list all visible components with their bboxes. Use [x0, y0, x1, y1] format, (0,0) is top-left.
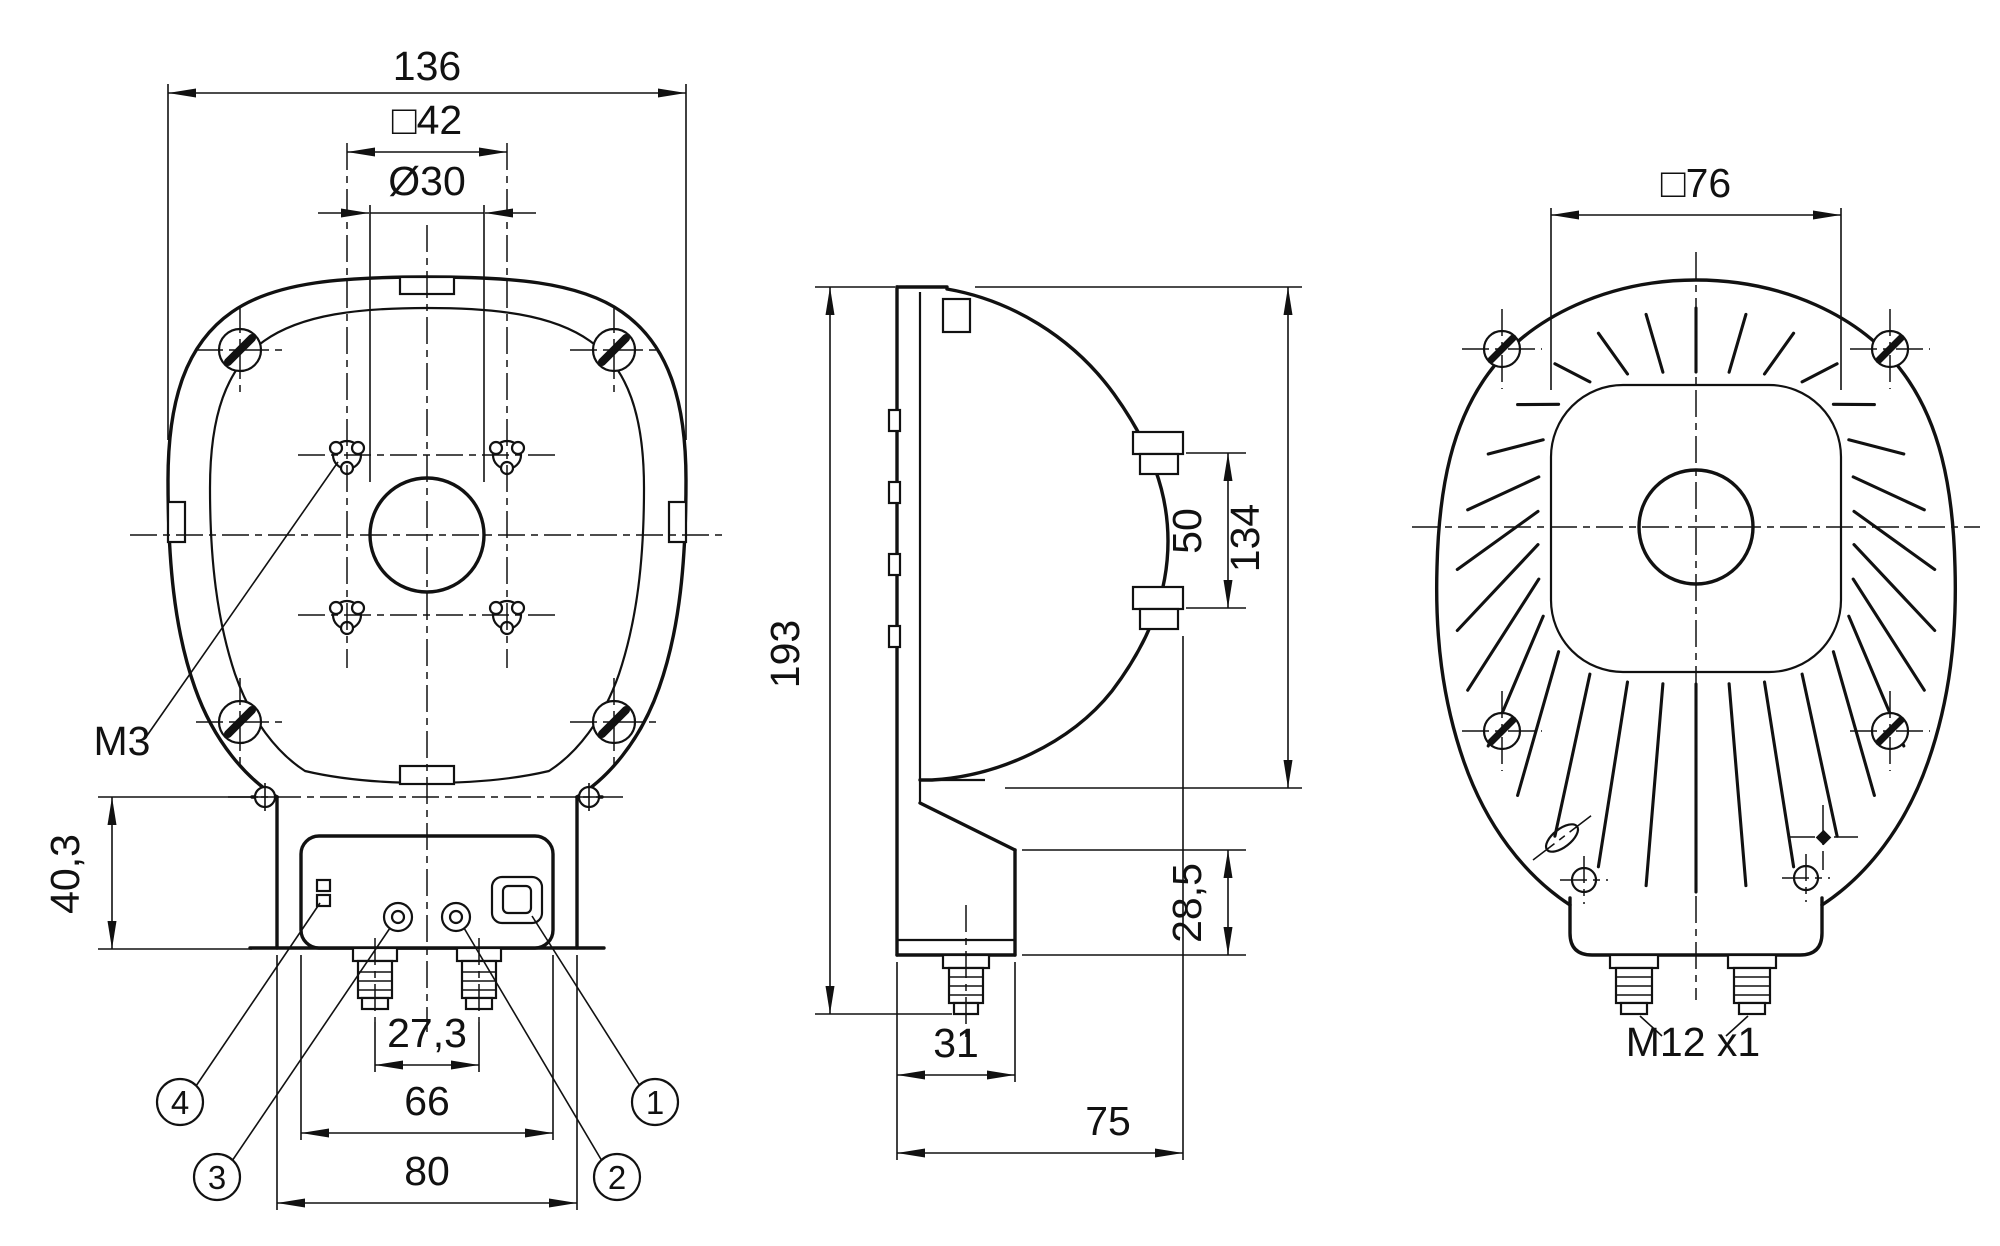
dim-overall-width: 136	[393, 43, 461, 89]
side-view: 193 50 134 28,5 31 75	[762, 285, 1302, 1160]
left-tab	[166, 500, 187, 544]
dimensions-back: □76 M12 x1	[1550, 160, 1842, 1065]
status-led	[315, 878, 332, 893]
round-port-1	[382, 901, 414, 933]
dim-connector-spacing: 27,3	[387, 1010, 467, 1056]
status-led	[315, 893, 332, 908]
callout-1: 1	[630, 1077, 680, 1127]
dimensions-side: 193 50 134 28,5 31 75	[762, 286, 1302, 1160]
m12-connector-back-right	[1726, 953, 1778, 1016]
centerlines-front	[130, 143, 724, 1032]
m12-connector-back-left	[1608, 953, 1660, 1016]
callout-4-number: 4	[171, 1084, 189, 1121]
dim-lower-housing-width: 80	[404, 1148, 450, 1194]
dim-lower-section-height: 40,3	[42, 834, 88, 914]
callout-2-number: 2	[608, 1159, 626, 1196]
m12-connector-side	[941, 905, 991, 1040]
callout-4: 4	[155, 1077, 205, 1127]
dim-lower-section-depth: 31	[933, 1020, 979, 1066]
dim-clip-spacing: 50	[1164, 508, 1210, 554]
front-view: 136 □42 Ø30 M3 40,3 27,3	[42, 43, 724, 1210]
callout-3: 3	[192, 1152, 242, 1202]
callout-1-number: 1	[646, 1084, 664, 1121]
dim-heatsink-pad-square: □76	[1661, 160, 1731, 206]
round-port-2	[440, 901, 472, 933]
square-port	[490, 875, 544, 925]
back-view: □76 M12 x1	[1412, 160, 1980, 1065]
mounting-clips	[1131, 430, 1185, 631]
face-tab	[887, 480, 902, 505]
right-tab	[667, 500, 688, 544]
face-tab	[887, 552, 902, 577]
dim-overall-depth: 75	[1085, 1098, 1131, 1144]
dim-head-height: 134	[1222, 504, 1268, 572]
face-tab	[887, 624, 902, 649]
callouts: 4 3 2 1	[155, 902, 680, 1202]
dim-lens-diameter: Ø30	[388, 158, 466, 204]
callout-2: 2	[592, 1152, 642, 1202]
dimensions-front: 136 □42 Ø30 M3 40,3 27,3	[42, 43, 687, 1210]
label-connector-thread: M12 x1	[1626, 1019, 1760, 1065]
dim-connector-block-width: 66	[404, 1078, 450, 1124]
face-tab	[887, 408, 902, 433]
label-thread-size: M3	[94, 718, 151, 764]
side-body-outline	[887, 285, 1170, 957]
dim-mounting-square: □42	[392, 97, 462, 143]
dim-overall-height: 193	[762, 620, 808, 688]
m3-mounting-holes	[328, 439, 526, 636]
callout-3-number: 3	[208, 1159, 226, 1196]
centerlines-back	[1412, 252, 1980, 1000]
top-clip	[941, 297, 972, 334]
dim-lower-section-height-side: 28,5	[1164, 863, 1210, 943]
